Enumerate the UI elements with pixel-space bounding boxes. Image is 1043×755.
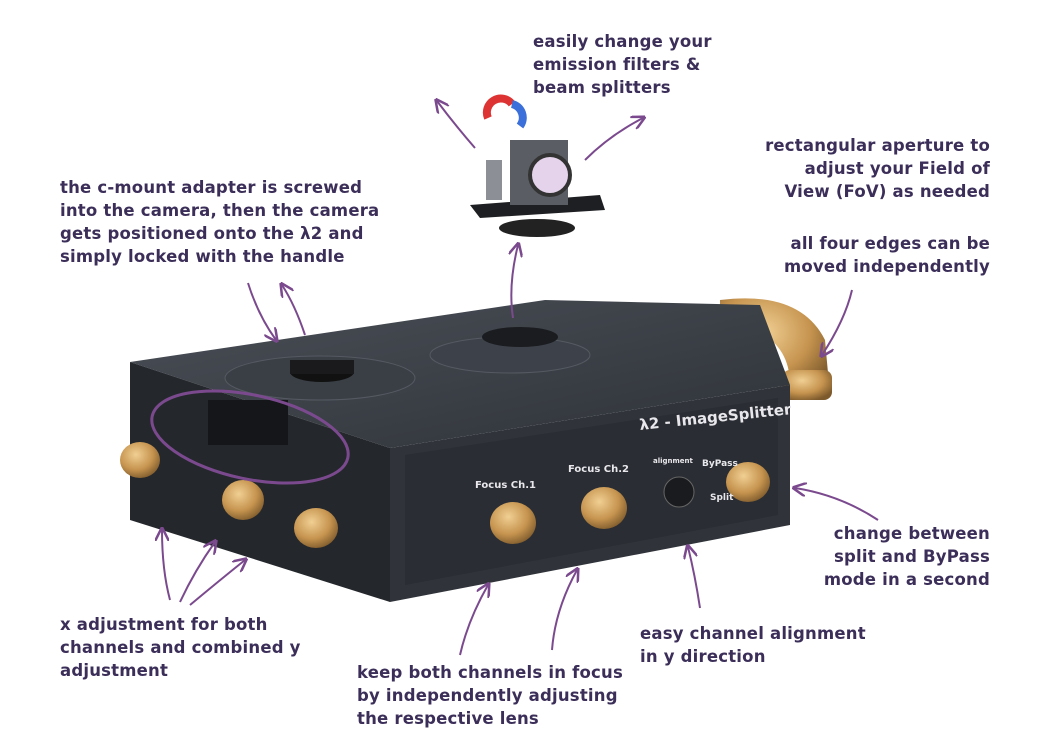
knob-focus2 [581,487,627,529]
knob-alignment [663,476,695,508]
annotation-mode: change between split and ByPass mode in … [823,524,990,589]
annotation-alignment: easy channel alignment in y direction [640,624,866,666]
magnet-icon [482,94,527,129]
knob-y [294,508,338,548]
annotation-aperture: rectangular aperture to adjust your Fiel… [765,136,990,201]
knob-x1 [120,442,160,478]
knob-x2 [222,480,264,520]
alignment-label: alignment [653,457,694,465]
filter-cube [470,140,605,237]
knob-focus1 [490,502,536,544]
callout-arrows [162,101,879,656]
bypass-label: ByPass [702,459,738,469]
highlight-ellipse [150,389,350,485]
split-label: Split [710,493,734,503]
focus1-label: Focus Ch.1 [475,480,536,491]
annotation-filters: easily change your emission filters & be… [533,32,712,97]
knob-mode [726,462,770,502]
annotation-cmount: the c-mount adapter is screwed into the … [60,178,380,266]
annotation-xadjust: x adjustment for both channels and combi… [60,615,301,680]
annotation-focus: keep both channels in focus by independe… [357,663,623,728]
knobs [120,442,770,548]
focus2-label: Focus Ch.2 [568,464,629,475]
annotation-edges: all four edges can be moved independentl… [783,234,990,276]
